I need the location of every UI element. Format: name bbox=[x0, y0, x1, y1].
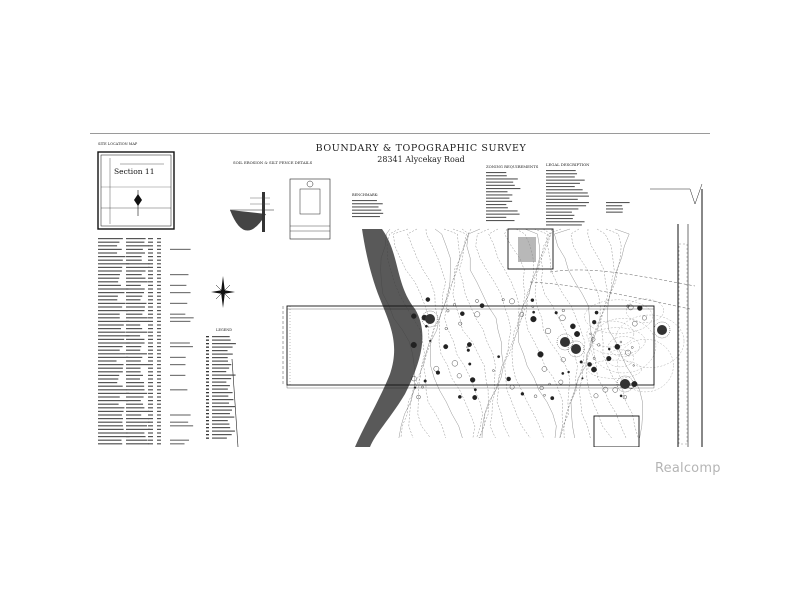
lot-boundary bbox=[286, 305, 655, 389]
tree-schedule-table bbox=[98, 238, 194, 445]
section-label: Section 11 bbox=[114, 167, 154, 176]
survey-address: 28341 Alycekay Road bbox=[377, 155, 464, 164]
survey-sheet: BOUNDARY & TOPOGRAPHIC SURVEY 28341 Alyc… bbox=[90, 133, 710, 448]
legend-heading: LEGEND bbox=[216, 328, 232, 332]
benchmark-heading: BENCHMARK: bbox=[352, 193, 378, 197]
utility-line bbox=[529, 281, 691, 310]
legal-heading: LEGAL DESCRIPTION bbox=[546, 162, 590, 167]
soil-details-heading: SOIL EROSION & SILT FENCE DETAILS bbox=[233, 160, 313, 165]
zoning-heading: ZONING REQUIREMENTS bbox=[486, 164, 539, 169]
driveway-line bbox=[549, 269, 696, 287]
tree-markers bbox=[410, 297, 671, 401]
notes-block: BENCHMARK: ZONING REQUIREMENTS LEGAL DES… bbox=[352, 162, 630, 226]
neighbor-buildings bbox=[507, 228, 640, 448]
site-map-heading: SITE LOCATION MAP bbox=[98, 142, 138, 146]
street-right bbox=[650, 183, 703, 447]
site-location-map: SITE LOCATION MAP Section 11 bbox=[97, 142, 175, 230]
silt-fence-details: SOIL EROSION & SILT FENCE DETAILS bbox=[230, 160, 331, 240]
slope-hatching bbox=[355, 229, 423, 447]
survey-title: BOUNDARY & TOPOGRAPHIC SURVEY bbox=[316, 143, 527, 154]
legend-block: LEGEND bbox=[206, 328, 239, 448]
street-left bbox=[282, 306, 291, 386]
north-arrow-icon bbox=[211, 276, 235, 308]
watermark: Realcomp bbox=[655, 461, 721, 476]
survey-drawing: BOUNDARY & TOPOGRAPHIC SURVEY 28341 Alyc… bbox=[97, 142, 703, 448]
